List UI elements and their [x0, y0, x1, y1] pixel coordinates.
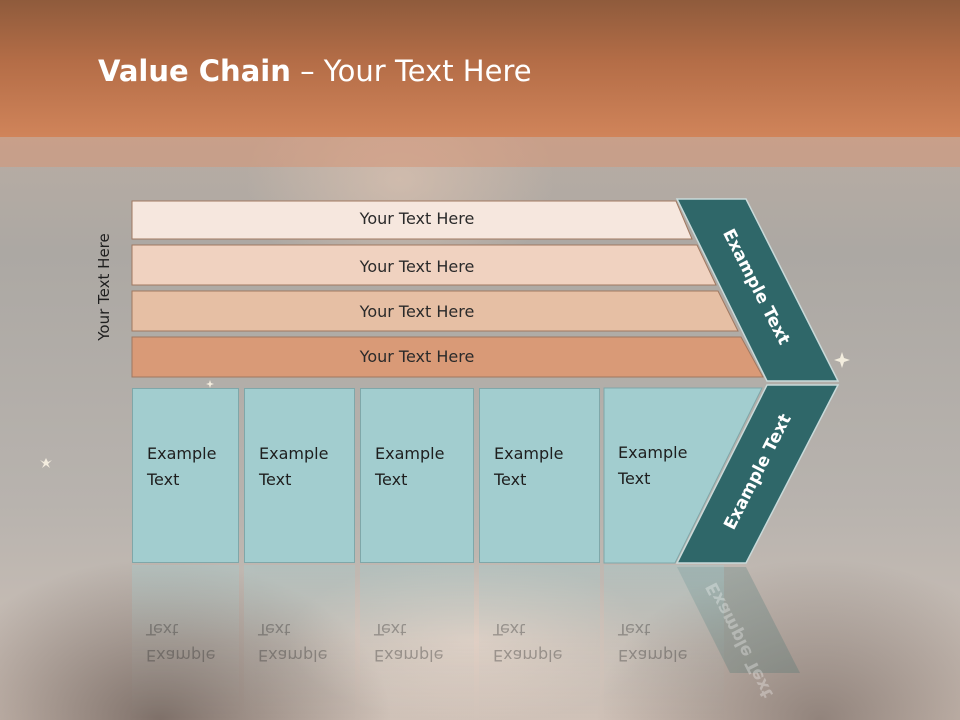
row-bar-1 — [131, 200, 693, 240]
row-bar-2 — [131, 244, 717, 286]
activity-card: Example Text — [244, 388, 355, 563]
activity-card-text: Example Text — [375, 444, 445, 489]
row-label: Your Text Here — [359, 257, 475, 276]
row-label: Your Text Here — [359, 209, 475, 228]
header-band — [0, 137, 960, 167]
row-label: Your Text Here — [359, 302, 475, 321]
slide-title: Value Chain – Your Text Here — [98, 54, 532, 88]
title-rest: – Your Text Here — [290, 54, 532, 88]
activity-card: Example Text — [132, 388, 239, 563]
row-label: Your Text Here — [359, 347, 475, 366]
activity-card-text: Example Text — [494, 444, 564, 489]
activity-card-text: Example Text — [618, 443, 688, 488]
chevron-reflection — [677, 567, 800, 673]
sparkle-decoration — [40, 352, 850, 468]
activity-card-last: Example Text — [604, 388, 698, 492]
activity-card: Example Text — [360, 388, 474, 563]
activity-card-text: Example Text — [147, 444, 217, 489]
title-bold: Value Chain — [98, 54, 291, 88]
chevron-top — [675, 198, 840, 382]
row-bar-3 — [131, 290, 739, 332]
row-bar-4 — [131, 336, 764, 378]
header-bar — [0, 0, 960, 137]
activity-card: Example Text — [479, 388, 600, 563]
activity-card-text: Example Text — [259, 444, 329, 489]
